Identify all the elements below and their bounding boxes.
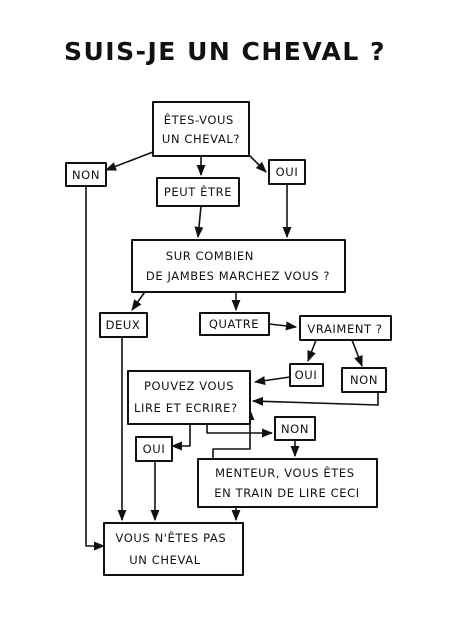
svg-text:VOUS N'ÊTES PAS UN C: VOUS N'ÊTES PAS UN CHEVAL bbox=[116, 530, 231, 567]
svg-text:MENTEUR, VOUS ÊTES E: MENTEUR, VOUS ÊTES EN TRAIN DE LIRE CECI bbox=[214, 465, 359, 500]
node-sur-combien-de-jambes: SUR COMBIEN DE JAMBES MARCHEZ VOUS ? bbox=[131, 239, 346, 293]
node-quatre: QUATRE bbox=[199, 312, 270, 336]
edge-non-to-lire bbox=[251, 392, 379, 406]
svg-text:PEUT ÊTRE: PEUT ÊTRE bbox=[164, 184, 232, 199]
node-oui-lire: OUI bbox=[135, 436, 173, 462]
svg-text:ÊTES-VOUS UN CHEVAL?: ÊTES-VOUS UN CHEVAL? bbox=[162, 112, 240, 146]
svg-text:NON: NON bbox=[350, 373, 378, 387]
edge-vraiment-to-oui bbox=[307, 339, 317, 363]
node-oui-top: OUI bbox=[268, 159, 306, 185]
svg-text:NON: NON bbox=[72, 168, 100, 182]
edge-cheval-to-oui bbox=[247, 153, 267, 173]
node-pouvez-vous-lire-et-ecrire: POUVEZ VOUS LIRE ET ECRIRE? bbox=[127, 370, 251, 425]
svg-text:QUATRE: QUATRE bbox=[209, 317, 259, 331]
edge-non-to-result bbox=[85, 186, 106, 551]
node-deux: DEUX bbox=[99, 312, 148, 338]
edge-vraiment-to-non bbox=[351, 339, 363, 368]
diagram-title: SUIS-JE UN CHEVAL ? bbox=[64, 37, 386, 66]
node-oui-vraiment: OUI bbox=[289, 363, 324, 387]
svg-text:SUR COMBIEN DE JAMBE: SUR COMBIEN DE JAMBES MARCHEZ VOUS ? bbox=[146, 249, 330, 283]
svg-text:OUI: OUI bbox=[143, 442, 166, 456]
edge-menteur-to-lire bbox=[212, 408, 255, 459]
svg-text:OUI: OUI bbox=[276, 165, 299, 179]
edge-quatre-to-vraiment bbox=[268, 321, 298, 331]
edge-oui-to-lire bbox=[253, 376, 291, 386]
node-peut-etre: PEUT ÊTRE bbox=[156, 177, 240, 207]
edge-lire-to-oui bbox=[170, 424, 191, 451]
edge-lire-to-non bbox=[206, 424, 274, 438]
nodes: ÊTES-VOUS UN CHEVAL? NON PEUT ÊTRE OUI S… bbox=[65, 101, 392, 576]
node-non-lire: NON bbox=[274, 416, 316, 441]
node-menteur: MENTEUR, VOUS ÊTES EN TRAIN DE LIRE CECI bbox=[197, 458, 378, 508]
edge-peut-etre-to-jambes bbox=[194, 205, 204, 239]
svg-text:OUI: OUI bbox=[295, 368, 318, 382]
svg-text:NON: NON bbox=[281, 422, 309, 436]
node-etes-vous-un-cheval: ÊTES-VOUS UN CHEVAL? bbox=[152, 101, 250, 157]
svg-text:POUVEZ VOUS LIRE ET: POUVEZ VOUS LIRE ET ECRIRE? bbox=[134, 379, 238, 415]
svg-text:DEUX: DEUX bbox=[106, 318, 141, 332]
node-non-vraiment: NON bbox=[341, 367, 387, 393]
node-vraiment: VRAIMENT ? bbox=[299, 315, 392, 341]
svg-text:VRAIMENT ?: VRAIMENT ? bbox=[307, 322, 382, 336]
edge-cheval-to-non bbox=[104, 151, 154, 171]
node-vous-netes-pas-un-cheval: VOUS N'ÊTES PAS UN CHEVAL bbox=[103, 522, 244, 576]
node-non-top: NON bbox=[65, 162, 107, 187]
edges bbox=[85, 151, 379, 551]
